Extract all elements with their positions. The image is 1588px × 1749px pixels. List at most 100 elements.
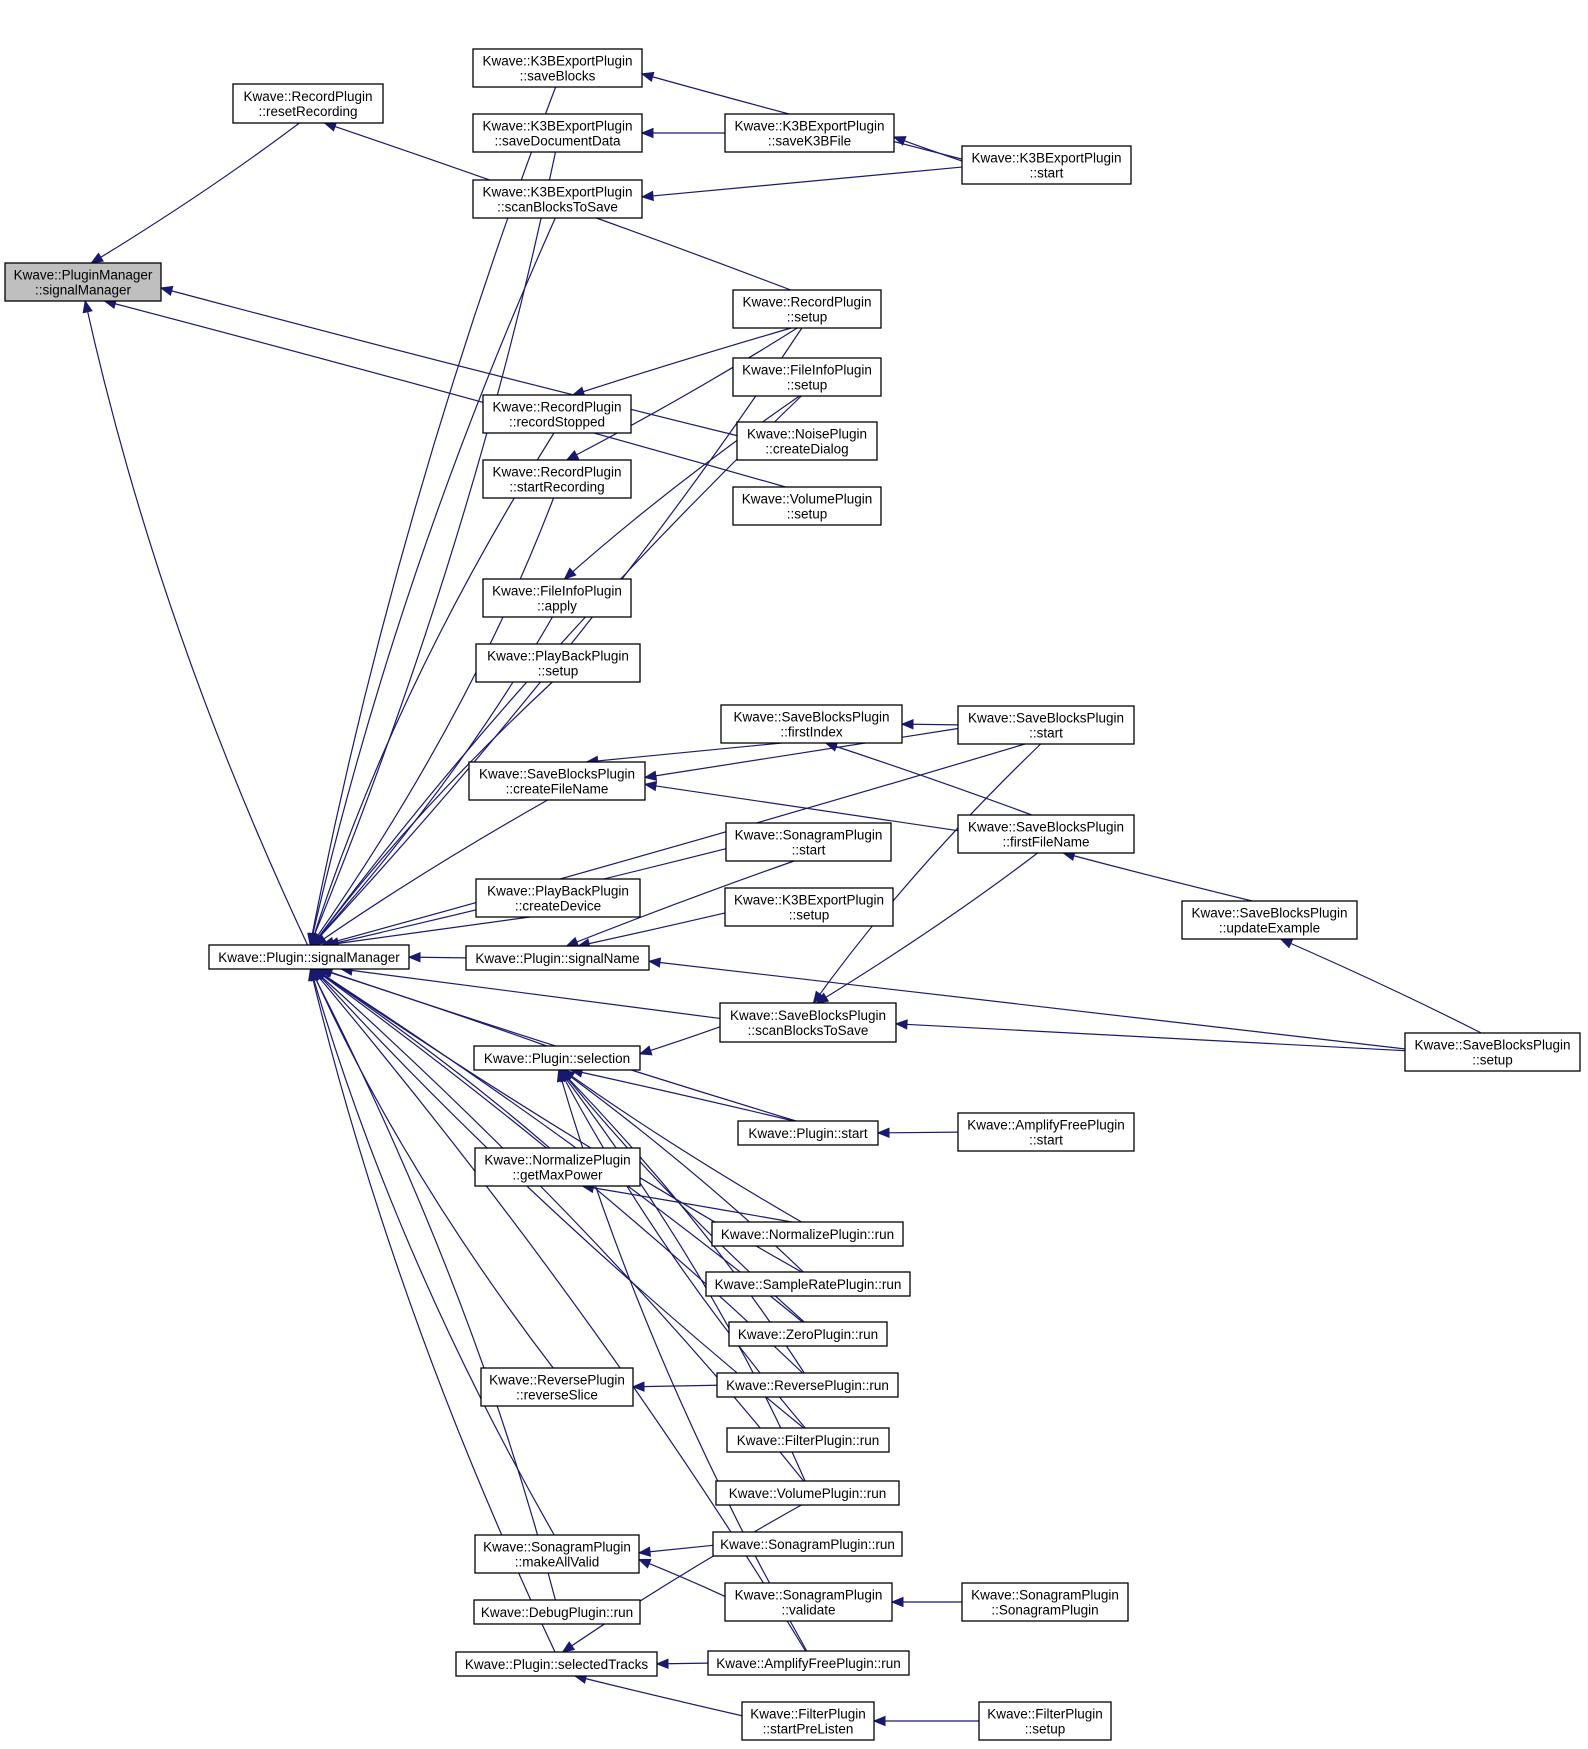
call-edge bbox=[104, 300, 786, 488]
call-edge bbox=[638, 1558, 726, 1597]
call-edge bbox=[574, 1675, 743, 1717]
call-edge bbox=[1063, 852, 1253, 902]
call-edge bbox=[310, 968, 556, 1601]
graph-node-sbp-start[interactable]: Kwave::SaveBlocksPlugin::start bbox=[957, 705, 1135, 745]
node-label: ::setup bbox=[1025, 1722, 1066, 1737]
node-label: Kwave::K3BExportPlugin bbox=[482, 54, 632, 69]
node-label: Kwave::RecordPlugin bbox=[742, 295, 871, 310]
graph-node-pb-setup[interactable]: Kwave::PlayBackPlugin::setup bbox=[475, 643, 641, 683]
graph-node-p-sn[interactable]: Kwave::Plugin::signalName bbox=[465, 945, 650, 971]
graph-node-sg-run[interactable]: Kwave::SonagramPlugin::run bbox=[712, 1531, 903, 1557]
graph-node-rp-rs[interactable]: Kwave::RecordPlugin::recordStopped bbox=[482, 394, 632, 434]
node-label: ::saveK3BFile bbox=[768, 134, 851, 149]
graph-node-sgp-start[interactable]: Kwave::SonagramPlugin::start bbox=[725, 822, 892, 862]
graph-node-sr-run[interactable]: Kwave::SampleRatePlugin::run bbox=[705, 1271, 911, 1297]
graph-node-p-st[interactable]: Kwave::Plugin::selectedTracks bbox=[455, 1651, 658, 1677]
call-edge bbox=[641, 166, 963, 198]
graph-node-dbg-run[interactable]: Kwave::DebugPlugin::run bbox=[473, 1599, 641, 1625]
graph-node-vp-run[interactable]: Kwave::VolumePlugin::run bbox=[715, 1480, 900, 1506]
call-edge bbox=[562, 1504, 802, 1653]
node-label: Kwave::SaveBlocksPlugin bbox=[479, 767, 635, 782]
node-label: Kwave::K3BExportPlugin bbox=[734, 119, 884, 134]
node-label: ::firstIndex bbox=[780, 725, 843, 740]
node-label: Kwave::Plugin::signalManager bbox=[218, 950, 400, 965]
graph-node-np-cd[interactable]: Kwave::NoisePlugin::createDialog bbox=[736, 421, 878, 461]
arrow-head bbox=[892, 136, 907, 146]
node-label: Kwave::K3BExportPlugin bbox=[482, 119, 632, 134]
arrow-head bbox=[640, 190, 654, 202]
node-box bbox=[4, 262, 162, 302]
graph-node-k3-start[interactable]: Kwave::K3BExportPlugin::start bbox=[961, 145, 1132, 185]
node-box bbox=[472, 113, 643, 153]
graph-node-sbp-fi[interactable]: Kwave::SaveBlocksPlugin::firstIndex bbox=[720, 704, 903, 744]
graph-node-rv-rs[interactable]: Kwave::ReversePlugin::reverseSlice bbox=[480, 1367, 634, 1407]
node-label: Kwave::PlayBackPlugin bbox=[487, 884, 629, 899]
node-label: Kwave::Plugin::start bbox=[748, 1126, 868, 1141]
arrow-head bbox=[159, 285, 174, 297]
graph-node-sbp-sbts[interactable]: Kwave::SaveBlocksPlugin::scanBlocksToSav… bbox=[719, 1002, 897, 1043]
node-label: Kwave::SonagramPlugin bbox=[483, 1540, 631, 1555]
node-box bbox=[726, 1427, 890, 1453]
call-edge bbox=[312, 681, 553, 946]
node-label: ::saveBlocks bbox=[520, 69, 596, 84]
graph-node-fi-apply[interactable]: Kwave::FileInfoPlugin::apply bbox=[482, 578, 632, 618]
node-label: Kwave::K3BExportPlugin bbox=[971, 151, 1121, 166]
graph-node-p-sel[interactable]: Kwave::Plugin::selection bbox=[473, 1045, 641, 1071]
arrow-head bbox=[900, 719, 914, 730]
graph-node-nm-run[interactable]: Kwave::NormalizePlugin::run bbox=[711, 1221, 904, 1247]
graph-node-sbp-setup[interactable]: Kwave::SaveBlocksPlugin::setup bbox=[1404, 1032, 1581, 1072]
node-label: Kwave::AmplifyFreePlugin bbox=[967, 1118, 1125, 1133]
arrow-head bbox=[561, 1641, 576, 1653]
graph-node-fi-setup[interactable]: Kwave::FileInfoPlugin::setup bbox=[732, 357, 882, 397]
arrow-head bbox=[563, 567, 577, 580]
node-label: ::setup bbox=[538, 664, 579, 679]
arrow-head bbox=[876, 1127, 890, 1139]
graph-node-sg-mav[interactable]: Kwave::SonagramPlugin::makeAllValid bbox=[474, 1534, 640, 1574]
graph-node-sg-sg[interactable]: Kwave::SonagramPlugin::SonagramPlugin bbox=[961, 1582, 1129, 1622]
call-edge bbox=[312, 968, 805, 1482]
graph-node-af-start[interactable]: Kwave::AmplifyFreePlugin::start bbox=[957, 1112, 1135, 1152]
node-label: ::SonagramPlugin bbox=[991, 1603, 1098, 1618]
graph-node-k3-skf[interactable]: Kwave::K3BExportPlugin::saveK3BFile bbox=[724, 113, 895, 153]
node-label: ::getMaxPower bbox=[512, 1168, 603, 1183]
graph-node-fp-setup[interactable]: Kwave::FilterPlugin::setup bbox=[978, 1701, 1112, 1741]
graph-node-np-gmp[interactable]: Kwave::NormalizePlugin::getMaxPower bbox=[474, 1147, 641, 1187]
graph-node-pb-cd[interactable]: Kwave::PlayBackPlugin::createDevice bbox=[475, 878, 641, 918]
node-label: Kwave::FilterPlugin bbox=[750, 1707, 866, 1722]
call-edge bbox=[310, 497, 555, 946]
graph-node-k3-sdd[interactable]: Kwave::K3BExportPlugin::saveDocumentData bbox=[472, 113, 643, 153]
call-edge bbox=[648, 960, 1406, 1050]
graph-node-rp-setup[interactable]: Kwave::RecordPlugin::setup bbox=[732, 289, 882, 329]
graph-node-k3-setup[interactable]: Kwave::K3BExportPlugin::setup bbox=[724, 887, 894, 927]
graph-node-pm-sm[interactable]: Kwave::PluginManager::signalManager bbox=[4, 262, 162, 302]
graph-node-k3-sb[interactable]: Kwave::K3BExportPlugin::saveBlocks bbox=[472, 48, 643, 88]
graph-node-p-start[interactable]: Kwave::Plugin::start bbox=[737, 1120, 879, 1146]
graph-node-p-sm[interactable]: Kwave::Plugin::signalManager bbox=[208, 944, 410, 970]
call-edge bbox=[310, 968, 555, 1536]
node-label: ::start bbox=[1029, 726, 1063, 741]
arrow-head bbox=[643, 770, 658, 781]
node-label: ::setup bbox=[1472, 1053, 1513, 1068]
graph-node-fp-spl[interactable]: Kwave::FilterPlugin::startPreListen bbox=[741, 1701, 875, 1741]
arrow-head bbox=[647, 957, 662, 968]
graph-node-af-run[interactable]: Kwave::AmplifyFreePlugin::run bbox=[707, 1650, 910, 1676]
graph-node-rp-sr[interactable]: Kwave::RecordPlugin::startRecording bbox=[482, 459, 632, 499]
graph-node-rp-rr[interactable]: Kwave::RecordPlugin::resetRecording bbox=[232, 83, 384, 124]
node-box bbox=[978, 1701, 1112, 1741]
graph-node-sg-val[interactable]: Kwave::SonagramPlugin::validate bbox=[724, 1582, 893, 1622]
node-box bbox=[737, 1120, 879, 1146]
node-label: ::startPreListen bbox=[763, 1722, 854, 1737]
node-box bbox=[474, 1534, 640, 1574]
graph-node-k3-sbts[interactable]: Kwave::K3BExportPlugin::scanBlocksToSave bbox=[472, 179, 643, 219]
arrow-head bbox=[565, 450, 580, 461]
graph-node-zp-run[interactable]: Kwave::ZeroPlugin::run bbox=[728, 1321, 888, 1347]
arrow-head bbox=[637, 1546, 651, 1557]
graph-node-rv-run[interactable]: Kwave::ReversePlugin::run bbox=[716, 1372, 899, 1398]
graph-node-vp-setup[interactable]: Kwave::VolumePlugin::setup bbox=[732, 486, 882, 526]
graph-node-sbp-ffn[interactable]: Kwave::SaveBlocksPlugin::firstFileName bbox=[957, 814, 1135, 854]
graph-node-fp-run[interactable]: Kwave::FilterPlugin::run bbox=[726, 1427, 890, 1453]
graph-node-sbp-ue[interactable]: Kwave::SaveBlocksPlugin::updateExample bbox=[1181, 900, 1358, 940]
call-edge bbox=[312, 968, 805, 1429]
node-box bbox=[472, 48, 643, 88]
graph-node-sbp-cfn[interactable]: Kwave::SaveBlocksPlugin::createFileName bbox=[468, 761, 646, 801]
